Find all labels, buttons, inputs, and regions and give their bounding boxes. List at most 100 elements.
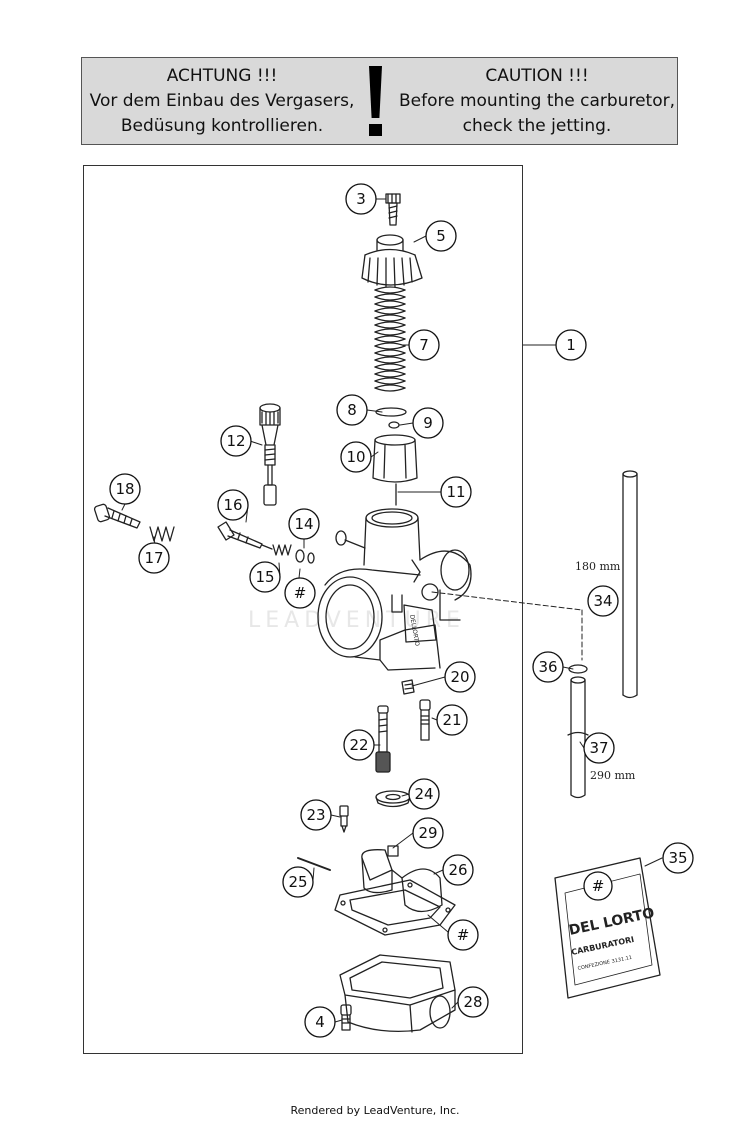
svg-text:10: 10 <box>346 448 365 466</box>
hose-180mm <box>622 470 638 699</box>
mixture-screw-part <box>217 521 273 550</box>
caution-line1-english: Before mounting the carburetor, <box>398 91 675 111</box>
svg-text:17: 17 <box>144 549 163 567</box>
exclamation-icon <box>366 66 384 138</box>
svg-text:24: 24 <box>414 785 433 803</box>
bag-num-text: 3131.11 <box>611 955 632 965</box>
idle-jet-part <box>419 699 431 741</box>
jet-holder-part <box>401 679 415 695</box>
svg-text:#: # <box>457 926 470 944</box>
svg-text:18: 18 <box>115 480 134 498</box>
callout-26: 26 <box>442 854 474 886</box>
callout-17: 17 <box>138 542 170 574</box>
callout-34: 34 <box>587 585 619 617</box>
carburetor-body <box>317 508 472 671</box>
watermark: LEADVENTURE <box>248 608 465 633</box>
svg-text:5: 5 <box>436 227 446 245</box>
main-jet-part <box>375 790 411 808</box>
callout-10: 10 <box>340 441 372 473</box>
caution-title-german: ACHTUNG !!! <box>166 66 278 86</box>
callout-12: 12 <box>220 425 252 457</box>
callout-35: 35 <box>662 842 694 874</box>
callout-21: 21 <box>436 704 468 736</box>
bag-brand-text: DEL LORTO <box>568 905 656 939</box>
callout-25: 25 <box>282 866 314 898</box>
caution-text-german: ACHTUNG !!! Vor dem Einbau des Vergasers… <box>82 64 362 139</box>
svg-text:36: 36 <box>538 658 557 676</box>
callout-3: 3 <box>345 183 377 215</box>
svg-text:20: 20 <box>450 668 469 686</box>
footer-credit: Rendered by LeadVenture, Inc. <box>290 1104 460 1117</box>
caution-title-english: CAUTION !!! <box>485 66 589 86</box>
callout-5: 5 <box>425 220 457 252</box>
drain-screw-part <box>340 1004 352 1031</box>
svg-text:28: 28 <box>463 993 482 1011</box>
float-assembly <box>334 845 456 936</box>
plate-part <box>375 407 407 417</box>
svg-text:#: # <box>592 877 605 895</box>
callout-18: 18 <box>109 473 141 505</box>
small-spring-part <box>272 544 292 556</box>
hose-290mm <box>567 676 589 799</box>
callout-28: 28 <box>457 986 489 1018</box>
screw-part <box>385 193 401 226</box>
svg-text:26: 26 <box>448 861 467 879</box>
svg-text:21: 21 <box>442 711 461 729</box>
svg-text:29: 29 <box>418 824 437 842</box>
svg-text:37: 37 <box>589 739 608 757</box>
callout-hash-body: # <box>284 577 316 609</box>
svg-text:4: 4 <box>315 1013 325 1031</box>
svg-text:25: 25 <box>288 873 307 891</box>
jet-kit-bag <box>554 857 661 999</box>
svg-text:14: 14 <box>294 515 313 533</box>
svg-text:22: 22 <box>349 736 368 754</box>
svg-text:23: 23 <box>306 806 325 824</box>
cap-part <box>361 234 423 288</box>
svg-text:12: 12 <box>226 432 245 450</box>
float-bowl-part <box>339 954 456 1033</box>
callout-hash-gasket: # <box>447 919 479 951</box>
hose-clamp <box>568 664 588 674</box>
svg-text:15: 15 <box>255 568 274 586</box>
slide-part <box>372 434 418 483</box>
callout-1: 1 <box>555 329 587 361</box>
dimension-180mm: 180 mm <box>575 560 621 573</box>
svg-text:1: 1 <box>566 336 576 354</box>
callout-9: 9 <box>412 407 444 439</box>
callout-14: 14 <box>288 508 320 540</box>
caution-banner: ACHTUNG !!! Vor dem Einbau des Vergasers… <box>81 57 678 145</box>
clip-part <box>388 421 400 429</box>
svg-text:9: 9 <box>423 414 433 432</box>
callout-11: 11 <box>440 476 472 508</box>
callout-hash-bag: # <box>583 871 613 901</box>
callout-8: 8 <box>336 394 368 426</box>
svg-text:8: 8 <box>347 401 357 419</box>
callout-15: 15 <box>249 561 281 593</box>
oring-part <box>307 552 315 564</box>
callout-16: 16 <box>217 489 249 521</box>
callout-23: 23 <box>300 799 332 831</box>
air-spring-part <box>149 526 175 542</box>
caution-line2-german: Bedüsung kontrollieren. <box>120 116 324 136</box>
caution-text-english: CAUTION !!! Before mounting the carburet… <box>397 64 677 139</box>
assembly-frame <box>83 165 523 1054</box>
svg-text:7: 7 <box>419 336 429 354</box>
callout-7: 7 <box>408 329 440 361</box>
idle-screw-part <box>259 403 281 506</box>
svg-text:34: 34 <box>593 592 612 610</box>
float-needle-part <box>339 805 349 833</box>
caution-line2-english: check the jetting. <box>462 116 612 136</box>
spring-part <box>374 286 406 392</box>
callout-4: 4 <box>304 1006 336 1038</box>
svg-text:#: # <box>294 584 307 602</box>
bag-conf-text: CONFEZIONE <box>577 959 610 972</box>
atomizer-part <box>375 705 391 773</box>
air-screw-part <box>93 503 141 529</box>
callout-24: 24 <box>408 778 440 810</box>
bag-sub-text: CARBURATORI <box>571 935 635 957</box>
svg-text:11: 11 <box>446 483 465 501</box>
callout-22: 22 <box>343 729 375 761</box>
washer-part <box>295 549 305 563</box>
svg-text:16: 16 <box>223 496 242 514</box>
